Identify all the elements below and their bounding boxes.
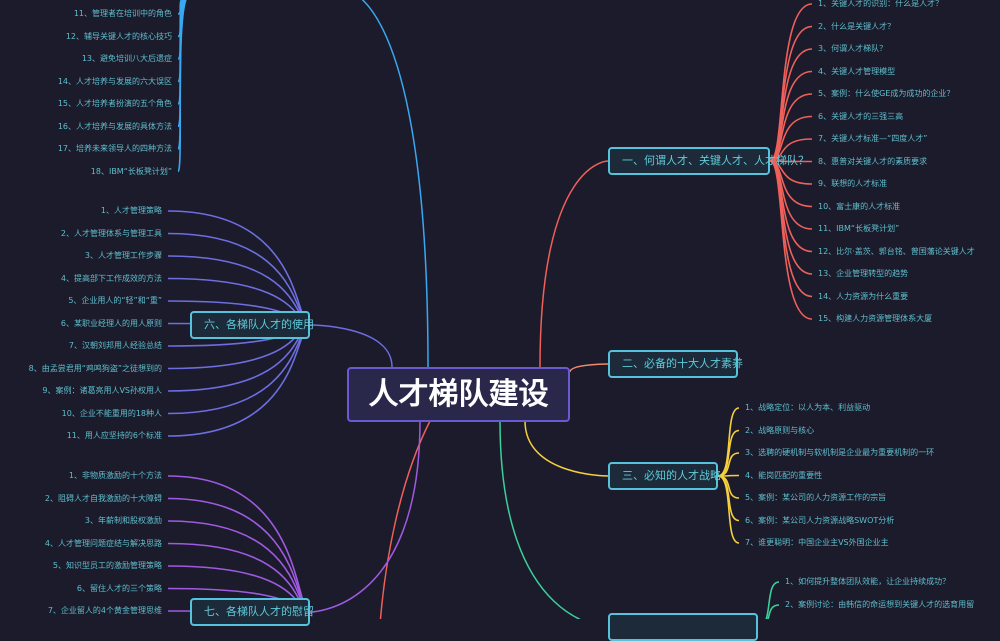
leaf-node[interactable]: 14、人力资源为什么重要	[818, 291, 909, 301]
connector-b5	[361, 0, 429, 368]
connector-leaf	[767, 604, 780, 619]
leaf-node[interactable]: 14、人才培养与发展的六大误区	[57, 76, 172, 86]
connector-b1	[539, 160, 609, 368]
leaf-node[interactable]: 10、富士康的人才标准	[818, 201, 901, 211]
leaf-node[interactable]: 1、如何提升整体团队效能，让企业持续成功？	[785, 577, 951, 586]
leaf-node[interactable]: 7、汉朝刘邦用人经验总结	[68, 341, 162, 350]
leaf-node[interactable]: 6、某职业经理人的用人原则	[60, 318, 162, 328]
leaf-node[interactable]: 5、知识型员工的激励管理策略	[52, 561, 162, 570]
branch-node-b6[interactable]: 六、各梯队人才的使用	[190, 311, 314, 339]
branch-node-b2[interactable]: 二、必备的十大人才素养	[608, 350, 743, 378]
leaf-node[interactable]: 8、由孟尝君用“鸡鸣狗盗”之徒想到的	[28, 363, 162, 373]
leaf-node[interactable]: 13、避免培训八大后遗症	[81, 54, 172, 63]
leaf-node[interactable]: 6、关键人才的三强三高	[818, 111, 904, 121]
leaf-node[interactable]: 4、能岗匹配的重要性	[745, 470, 823, 480]
leaf-node[interactable]: 2、阻碍人才自我激励的十大障碍	[44, 493, 162, 503]
connector-b2	[569, 363, 609, 373]
leaf-node[interactable]: 15、构建人力资源管理体系大厦	[818, 314, 933, 323]
connector-leaf	[769, 160, 813, 320]
branch-node-b7[interactable]: 七、各梯队人才的慰留	[190, 598, 314, 626]
leaf-node[interactable]: 1、人才管理策略	[100, 206, 162, 215]
leaf-node[interactable]: 9、案例：诸葛亮用人VS孙权用人	[42, 386, 162, 395]
connector-b6	[309, 324, 393, 368]
mindmap-connectors	[167, 0, 813, 619]
leaf-node[interactable]: 7、企业留人的4个黄金管理思维	[47, 606, 162, 615]
connector-leaf	[177, 0, 183, 15]
leaf-node[interactable]: 1、非物质激励的十个方法	[68, 471, 162, 480]
leaf-node[interactable]: 4、关键人才管理模型	[818, 66, 896, 76]
leaf-node[interactable]: 5、企业用人的“轻”和“重”	[68, 296, 162, 305]
leaf-node[interactable]: 3、选聘的硬机制与软机制是企业最为重要机制的一环	[745, 448, 935, 457]
leaf-node[interactable]: 3、年薪制和股权激励	[84, 516, 162, 525]
connector-offscreen	[379, 420, 431, 619]
leaf-node[interactable]: 3、人才管理工作步骤	[84, 251, 162, 260]
connector-leaf	[717, 475, 740, 544]
leaf-node[interactable]: 16、人才培养与发展的具体方法	[57, 121, 172, 131]
leaf-node[interactable]: 11、IBM“长板凳计划”	[818, 224, 900, 233]
branch-node-b4[interactable]	[608, 613, 758, 641]
leaf-node[interactable]: 3、何谓人才梯队？	[818, 44, 888, 53]
root-node[interactable]: 人才梯队建设	[347, 367, 570, 422]
leaf-node[interactable]: 4、人才管理问题症结与解决思路	[44, 538, 162, 548]
branch-node-b3[interactable]: 三、必知的人才战略	[608, 462, 721, 490]
leaf-node[interactable]: 15、人才培养者扮演的五个角色	[57, 99, 172, 108]
leaf-node[interactable]: 6、案例：某公司人力资源战略SWOT分析	[745, 515, 895, 525]
leaf-node[interactable]: 13、企业管理转型的趋势	[818, 269, 909, 278]
leaf-node[interactable]: 2、人才管理体系与管理工具	[60, 228, 162, 238]
connector-leaf	[769, 48, 813, 162]
connector-leaf	[769, 25, 813, 162]
leaf-node[interactable]: 7、谁更聪明：中国企业主VS外国企业主	[745, 538, 889, 547]
branch-node-b1[interactable]: 一、何谓人才、关键人才、人才梯队？	[608, 147, 809, 175]
leaf-node[interactable]: 5、案例：某公司的人力资源工作的宗旨	[745, 493, 887, 502]
leaf-node[interactable]: 11、管理者在培训中的角色	[73, 9, 172, 18]
connector-b3	[524, 420, 609, 477]
leaf-node[interactable]: 17、培养未来领导人的四种方法	[57, 144, 172, 153]
leaf-node[interactable]: 8、惠普对关键人才的素质要求	[818, 156, 928, 166]
leaf-node[interactable]: 11、用人应坚持的6个标准	[66, 431, 162, 440]
connector-b4	[499, 420, 582, 619]
leaf-node[interactable]: 12、比尔·盖茨、郭台铭、曾国藩论关键人才	[818, 246, 975, 256]
leaf-node[interactable]: 2、案例讨论：由韩信的命运想到关键人才的选育用留	[785, 600, 975, 609]
leaf-node[interactable]: 1、战略定位：以人为本、利益驱动	[745, 403, 871, 412]
connector-leaf	[167, 210, 311, 326]
leaf-node[interactable]: 1、关键人才的识别：什么是人才？	[818, 0, 944, 8]
leaf-node[interactable]: 2、战略原则与核心	[745, 425, 815, 435]
leaf-node[interactable]: 9、联想的人才标准	[818, 179, 888, 188]
leaf-node[interactable]: 12、辅导关键人才的核心技巧	[65, 31, 172, 41]
connector-leaf	[765, 581, 780, 619]
connector-leaf	[167, 324, 311, 437]
leaf-node[interactable]: 6、留住人才的三个策略	[76, 583, 162, 593]
leaf-node[interactable]: 4、提高部下工作成效的方法	[60, 273, 162, 283]
leaf-node[interactable]: 10、企业不能重用的18种人	[61, 408, 162, 418]
leaf-node[interactable]: 18、IBM“长板凳计划”	[90, 166, 172, 176]
leaf-node[interactable]: 5、案例：什么使GE成为成功的企业？	[818, 89, 955, 98]
leaf-node[interactable]: 7、关键人才标准—“四度人才”	[818, 134, 928, 143]
connector-b7	[309, 420, 421, 613]
leaf-node[interactable]: 2、什么是关键人才？	[818, 21, 896, 31]
connector-leaf	[177, 0, 188, 173]
